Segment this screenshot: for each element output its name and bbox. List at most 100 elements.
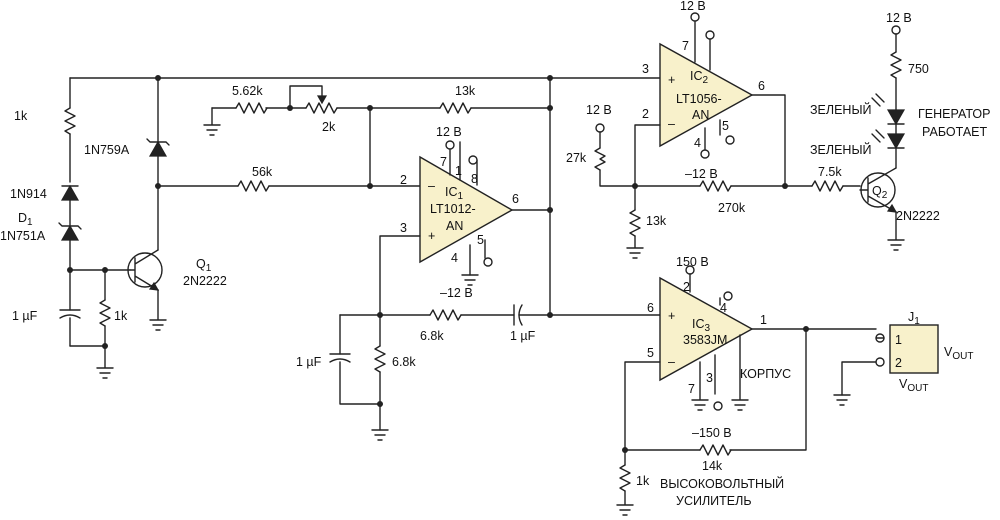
resistor-750 [890, 51, 902, 79]
label-ic2-out: 6 [758, 79, 765, 93]
ic2-stage [594, 12, 906, 259]
ic1-stage [203, 77, 661, 441]
label-r-750: 750 [908, 62, 929, 76]
label-ic2-type-b: AN [692, 108, 709, 122]
label-r-6-8k-shunt: 6.8k [392, 355, 416, 369]
labels: 1k 1N914 D1 1N751A 1 µF 1k Q1 2N2222 1N7… [0, 0, 990, 508]
led-green-1 [886, 109, 906, 126]
label-d1: D1 [18, 211, 33, 228]
label-ic2-type-a: LT1056- [676, 92, 722, 106]
label-ic2: IC2 [690, 69, 709, 86]
capacitor-1uf-left [59, 309, 81, 319]
label-vout-2: VOUT [899, 377, 928, 394]
resistor-7-5k [811, 180, 844, 192]
resistor-27k [594, 147, 606, 171]
label-d-1n751a: 1N751A [0, 229, 46, 243]
label-r-27k: 27k [566, 151, 587, 165]
opamp-ic3 [659, 276, 754, 382]
potentiometer-2k [305, 102, 338, 114]
label-r-13k-bot: 13k [646, 214, 667, 228]
resistor-56k [237, 180, 270, 192]
label-c-1uf-series: 1 µF [510, 329, 536, 343]
label-r-6-8k-series: 6.8k [420, 329, 444, 343]
ic3-stage [616, 265, 939, 516]
label-j1-p2: 2 [895, 356, 902, 370]
left-stage [58, 75, 661, 379]
label-ic3-p4: 4 [720, 301, 727, 315]
diode-1n914 [60, 184, 80, 201]
resistor-6-8k-series [429, 309, 462, 321]
resistor-6-8k-shunt [374, 345, 386, 373]
label-q1-type: 2N2222 [183, 274, 227, 288]
label-ic3-p150: 150 В [676, 255, 709, 269]
label-q2: Q2 [872, 184, 888, 201]
label-pot-2k: 2k [322, 120, 336, 134]
label-ic1-p5: 5 [477, 233, 484, 247]
led-green-2 [886, 133, 906, 150]
label-ic1-type-a: LT1012- [430, 202, 476, 216]
label-r-14k: 14k [702, 459, 723, 473]
zener-d1-1n751a [60, 224, 80, 241]
label-ic1-in-minus: 2 [400, 173, 407, 187]
label-ic3-in-plus: 6 [647, 301, 654, 315]
label-r-56k: 56k [252, 165, 273, 179]
label-q2-type: 2N2222 [896, 209, 940, 223]
label-ic3-p7: 7 [688, 382, 695, 396]
label-ic2-m12: –12 В [685, 167, 718, 181]
label-ic1-minus-sign: – [428, 179, 435, 193]
resistor-1k-ic3 [619, 464, 631, 492]
label-ic2-p4: 4 [694, 136, 701, 150]
label-ic1-p4: 4 [451, 251, 458, 265]
label-d-1n759a: 1N759A [84, 143, 130, 157]
label-ic1-in-plus: 3 [400, 221, 407, 235]
label-green-1: ЗЕЛЕНЫЙ [810, 102, 872, 117]
label-vout-1: VOUT [944, 345, 973, 362]
label-ic2-in-plus: 3 [642, 62, 649, 76]
resistor-270k [699, 180, 732, 192]
resistor-13k-bot [629, 209, 641, 237]
label-j1: J1 [908, 310, 920, 327]
label-ic1: IC1 [445, 185, 464, 202]
label-ic2-p7: 7 [682, 39, 689, 53]
label-r-7-5k: 7.5k [818, 165, 842, 179]
label-ic1-out: 6 [512, 192, 519, 206]
label-r-270k: 270k [718, 201, 746, 215]
label-ic3: IC3 [692, 317, 711, 334]
resistor-1k-top [64, 107, 76, 135]
label-ic1-plus-sign: + [428, 229, 435, 243]
label-gen-line1: ГЕНЕРАТОР [918, 107, 990, 121]
zener-1n759a [148, 140, 168, 157]
label-green-2: ЗЕЛЕНЫЙ [810, 142, 872, 157]
opamp-ic1 [419, 155, 514, 264]
label-j1-p1: 1 [895, 333, 902, 347]
label-gen-line2: РАБОТАЕТ [922, 125, 988, 139]
label-c-1uf-left: 1 µF [12, 309, 38, 323]
label-ic3-p2: 2 [683, 280, 690, 294]
transistor-q1 [127, 252, 163, 288]
resistor-1k-q1 [99, 299, 111, 327]
label-ic2-minus-sign: – [668, 117, 675, 131]
label-ic1-p12: 12 В [436, 125, 462, 139]
label-ic1-p7: 7 [440, 155, 447, 169]
label-ic2-p12: 12 В [680, 0, 706, 13]
label-r-13k-top: 13k [455, 84, 476, 98]
resistor-14k [699, 444, 732, 456]
label-ic1-p1: 1 [455, 164, 462, 178]
label-ic1-type-b: AN [446, 219, 463, 233]
label-ic3-type: 3583JM [683, 333, 727, 347]
label-ic2-p5: 5 [722, 119, 729, 133]
label-case: КОРПУС [740, 367, 791, 381]
label-hv-line1: ВЫСОКОВОЛЬТНЫЙ [660, 476, 784, 491]
label-r-1k-ic3: 1k [636, 474, 650, 488]
label-hv-line2: УСИЛИТЕЛЬ [676, 494, 752, 508]
label-q2-p12: 12 В [886, 11, 912, 25]
connector-j1 [889, 324, 939, 374]
label-ic2-plus-sign: + [668, 73, 675, 87]
resistor-13k-top [439, 102, 472, 114]
label-r-1k-top: 1k [14, 109, 28, 123]
label-d-1n914: 1N914 [10, 187, 47, 201]
label-ic3-m150: –150 В [692, 426, 732, 440]
opamp-ic2 [659, 42, 754, 148]
label-ic1-p8: 8 [471, 172, 478, 186]
